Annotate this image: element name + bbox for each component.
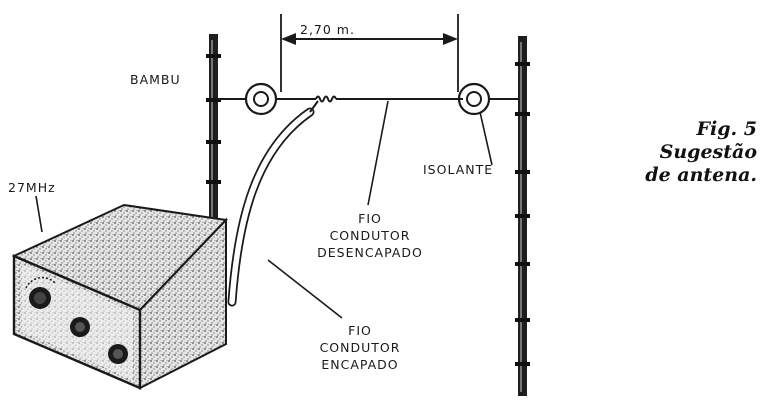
leader-lines [35, 100, 493, 319]
figure-caption: Fig. 5 Sugestão de antena. [645, 118, 757, 187]
bare-wire-label-line-3: DESENCAPADO [317, 245, 423, 260]
knob-right [108, 344, 128, 364]
knob-middle [70, 317, 90, 337]
bare-wire [285, 95, 458, 103]
bare-wire-label-line-1: FIO [358, 211, 382, 226]
left-insulator [218, 82, 285, 116]
bambu-label: BAMBU [130, 72, 181, 87]
insulated-wire-label: FIO CONDUTOR ENCAPADO [305, 322, 415, 373]
bare-wire-label: FIO CONDUTOR DESENCAPADO [300, 210, 440, 261]
knob-dial [25, 276, 57, 309]
isolante-label: ISOLANTE [423, 162, 494, 177]
caption-line-2: Sugestão [659, 141, 757, 163]
frequency-label: 27MHz [8, 180, 56, 195]
caption-line-3: de antena. [645, 164, 757, 186]
caption-line-1: Fig. 5 [696, 118, 757, 140]
right-insulator [457, 82, 518, 116]
dimension-label: 2,70 m. [300, 22, 355, 37]
bare-wire-label-line-2: CONDUTOR [329, 228, 411, 243]
insulated-wire-label-line-2: CONDUTOR [319, 340, 401, 355]
insulated-wire-label-line-1: FIO [348, 323, 372, 338]
right-bamboo-pole [515, 36, 530, 396]
dimension-marker [280, 14, 459, 92]
insulated-wire [227, 100, 319, 307]
insulated-wire-label-line-3: ENCAPADO [321, 357, 399, 372]
